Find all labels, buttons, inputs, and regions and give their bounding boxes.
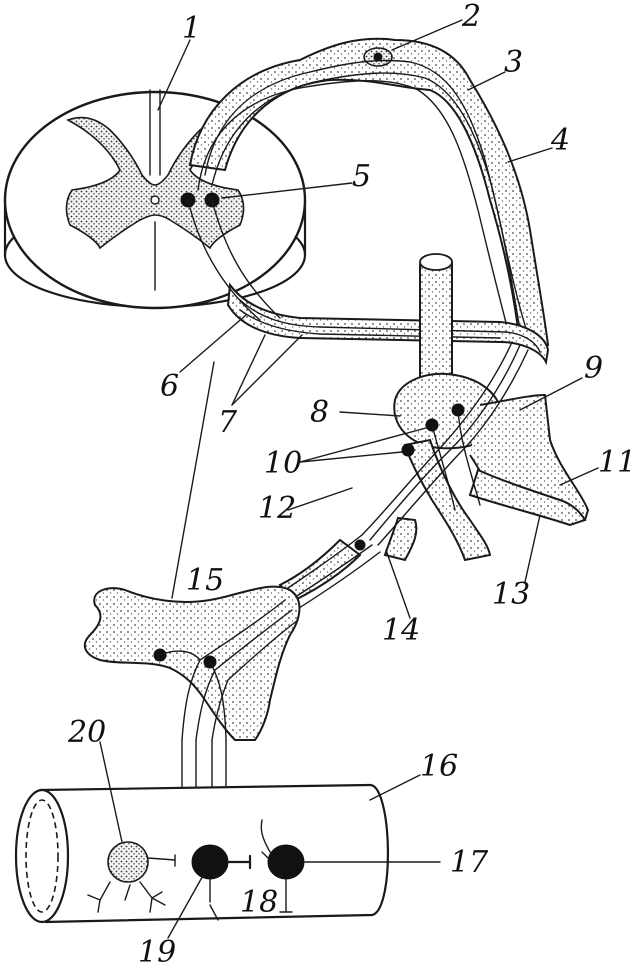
sympathetic-trunk xyxy=(287,253,599,583)
label-4: 4 xyxy=(550,123,570,158)
label-14: 14 xyxy=(382,613,420,648)
leader-1 xyxy=(157,39,191,111)
label-1: 1 xyxy=(182,11,201,46)
label-17: 17 xyxy=(450,845,489,880)
label-15: 15 xyxy=(186,563,224,598)
prevertebral-ganglion xyxy=(83,361,301,741)
label-20: 20 xyxy=(67,715,106,750)
label-8: 8 xyxy=(310,395,329,430)
label-3: 3 xyxy=(504,45,523,80)
afferent-fibers xyxy=(197,59,553,339)
label-5: 5 xyxy=(352,159,371,194)
label-12: 12 xyxy=(258,491,296,526)
label-10: 10 xyxy=(264,446,302,481)
label-13: 13 xyxy=(492,577,530,612)
number-labels: 1 2 3 4 5 6 7 8 9 10 11 12 13 14 15 16 1… xyxy=(67,0,634,970)
label-18: 18 xyxy=(240,885,278,920)
label-2: 2 xyxy=(461,0,481,34)
label-6: 6 xyxy=(160,369,179,404)
label-11: 11 xyxy=(598,445,634,480)
label-16: 16 xyxy=(420,749,458,784)
label-9: 9 xyxy=(584,351,603,386)
ventral-root xyxy=(179,182,550,406)
label-7: 7 xyxy=(218,405,238,440)
target-organ xyxy=(14,741,441,939)
label-19: 19 xyxy=(138,935,176,970)
